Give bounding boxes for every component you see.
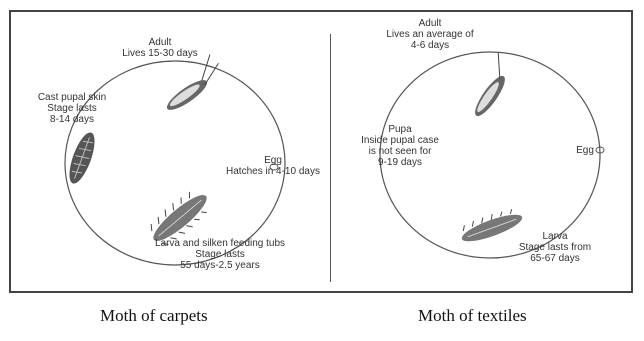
- carpet-moth-caption: Moth of carpets: [100, 306, 208, 326]
- textile-adult-label: Adult Lives an average of 4-6 days: [370, 18, 490, 51]
- textile-pupa-label: Pupa Inside pupal case is not seen for 9…: [340, 124, 460, 168]
- carpet-larva-label: Larva and silken feeding tubs Stage last…: [130, 238, 310, 271]
- textile-egg-label: Egg: [565, 145, 605, 156]
- carpet-pupa-label: Cast pupal skin Stage lasts 8-14 days: [22, 92, 122, 125]
- carpet-egg-label: Egg Hatches in 4-10 days: [208, 155, 338, 177]
- textile-adult-moth-icon: [461, 53, 518, 120]
- carpet-adult-label: Adult Lives 15-30 days: [90, 37, 230, 59]
- textile-larva-label: Larva Stage lasts from 65-67 days: [500, 231, 610, 264]
- carpet-pupal-skin-icon: [64, 130, 99, 187]
- textile-moth-caption: Moth of textiles: [418, 306, 527, 326]
